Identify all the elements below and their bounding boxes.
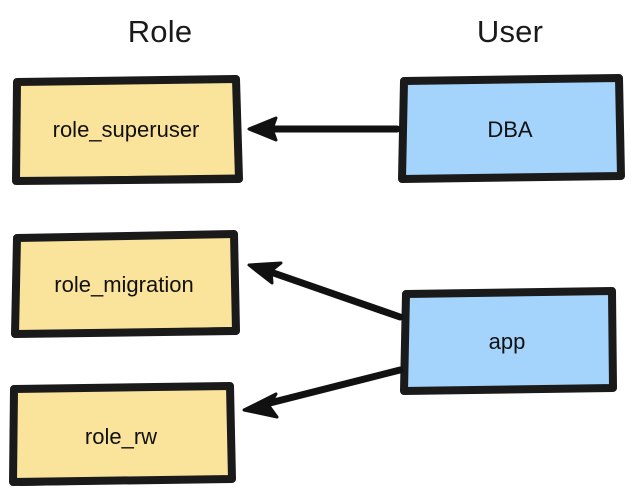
role-migration-box	[11, 230, 240, 338]
node-role-superuser[interactable]	[12, 75, 243, 185]
role-superuser-box-edge-bottom	[17, 174, 241, 183]
node-dba[interactable]	[398, 74, 625, 183]
app-box-edge-top	[406, 288, 612, 295]
role-superuser-box	[12, 75, 243, 185]
edge-app-rw-line	[254, 366, 404, 410]
role-migration-box-edge-left	[12, 237, 20, 336]
role-rw-box-edge-left	[9, 387, 17, 484]
edge-dba-to-role-superuser	[247, 116, 401, 142]
app-box-edge-bottom	[407, 385, 615, 394]
edge-app-rw-arrowhead	[242, 392, 279, 419]
app-box-edge-left	[401, 292, 409, 393]
edge-dba-arrowhead	[247, 116, 278, 142]
column-header-user: User	[476, 14, 544, 49]
role-migration-box-edge-bottom	[19, 327, 236, 337]
dba-box	[398, 74, 625, 183]
role-rw-box	[9, 382, 236, 486]
dba-box-edge-bottom	[405, 173, 623, 182]
column-header-role: Role	[127, 14, 193, 49]
node-role-migration[interactable]	[11, 230, 240, 338]
edge-app-migration-line	[258, 265, 404, 321]
node-role-rw[interactable]	[9, 382, 236, 486]
edge-app-to-role-migration	[247, 261, 404, 321]
node-app[interactable]	[400, 287, 617, 395]
role-superuser-box-edge-left	[14, 80, 21, 183]
edge-app-migration-arrowhead	[247, 261, 283, 285]
edge-app-to-role-rw	[242, 366, 404, 419]
dba-box-edge-left	[399, 79, 407, 181]
app-box	[400, 287, 617, 395]
role-rw-box-edge-bottom	[17, 476, 232, 486]
